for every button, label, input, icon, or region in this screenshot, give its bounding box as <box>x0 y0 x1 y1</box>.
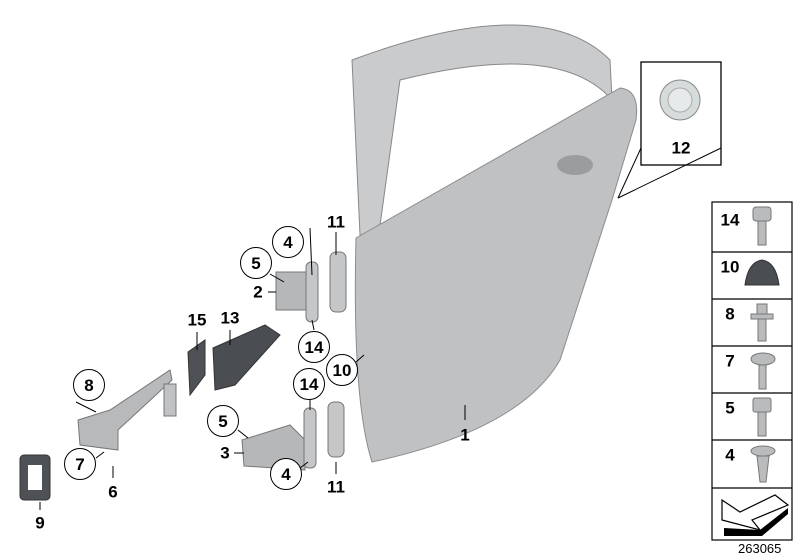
hinge-plate-11-lower <box>327 401 345 458</box>
part-label: 14 <box>293 368 325 400</box>
legend-item-label: 10 <box>720 257 740 277</box>
part-label: 4 <box>270 458 302 490</box>
legend-item-label: 7 <box>725 351 735 371</box>
part-label: 5 <box>240 247 272 279</box>
part-label: 12 <box>671 138 691 158</box>
part-label: 11 <box>327 212 345 232</box>
part-label: 9 <box>35 513 45 533</box>
door-window-frame <box>351 24 613 241</box>
legend-item-label: 8 <box>725 304 735 324</box>
part-label: 11 <box>327 477 345 497</box>
part-label: 6 <box>108 482 118 502</box>
legend-item-label: 14 <box>720 210 740 230</box>
legend-item-label: 5 <box>725 398 735 418</box>
fastener-icons <box>744 206 780 483</box>
fastener-legend <box>711 201 793 541</box>
upper-hinge-2 <box>275 271 307 311</box>
part-label: 1 <box>460 425 470 445</box>
cover-13 <box>212 324 281 391</box>
part-label: 8 <box>73 369 105 401</box>
part-label: 10 <box>326 354 358 386</box>
part-label: 14 <box>298 331 330 363</box>
part-label: 2 <box>253 282 263 302</box>
part-label: 3 <box>220 443 230 463</box>
hinge-plate-11-upper <box>329 251 347 313</box>
part-label: 4 <box>272 226 304 258</box>
door-handle-recess <box>557 155 593 175</box>
legend-item-label: 4 <box>725 445 735 465</box>
gasket-15 <box>187 339 206 397</box>
part-label: 15 <box>187 310 207 330</box>
door-check-strap-6 <box>77 369 173 451</box>
part-label: 13 <box>220 308 240 328</box>
drawing-number: 263065 <box>738 541 782 556</box>
part-label: 5 <box>207 405 239 437</box>
orientation-arrow-icon <box>721 494 790 532</box>
door-panel <box>354 87 638 463</box>
part-label: 7 <box>64 448 96 480</box>
